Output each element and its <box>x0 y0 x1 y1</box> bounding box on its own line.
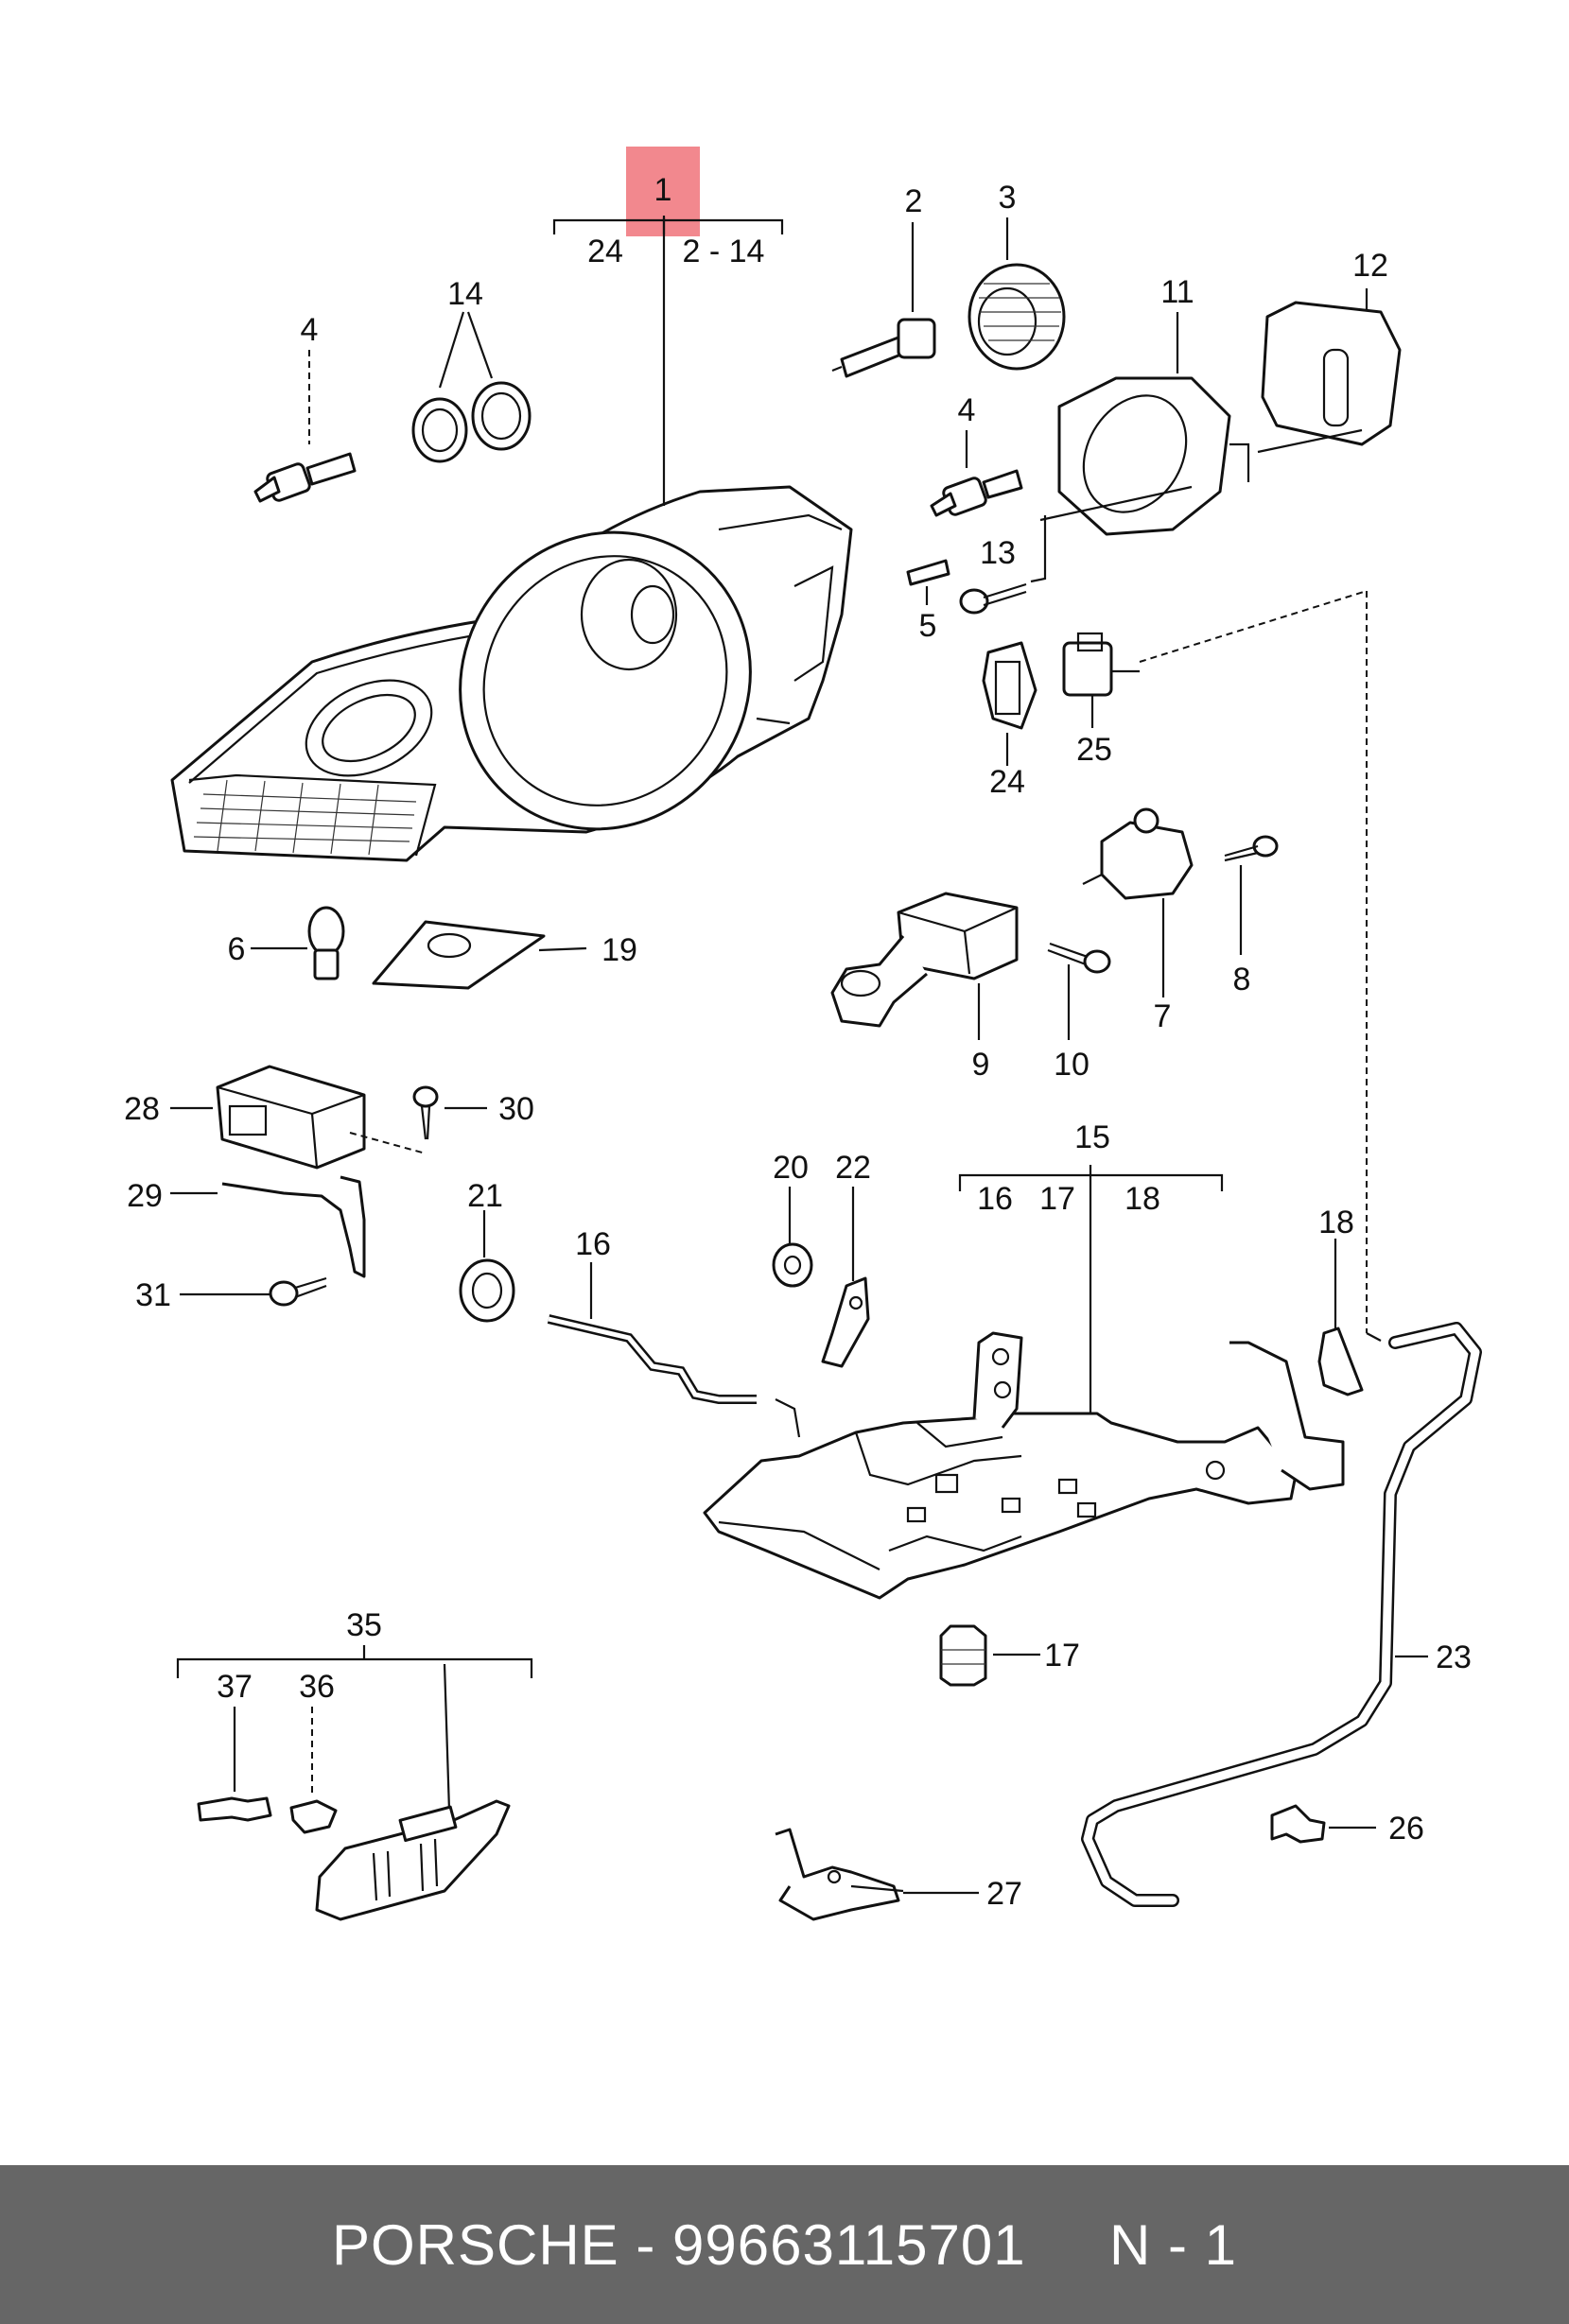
callout-label: 28 <box>124 1091 160 1127</box>
bracket-29 <box>170 1175 366 1278</box>
callout-label: 5 <box>919 608 937 644</box>
callout-label: 29 <box>127 1178 163 1214</box>
bulb-36 <box>289 1707 338 1834</box>
callout-label: 30 <box>498 1091 534 1127</box>
grommet-21 <box>459 1210 515 1323</box>
callout-label: 8 <box>1233 962 1251 997</box>
callout-label: 15 <box>1074 1119 1110 1155</box>
callout-labels: 1 24 2 - 14 2 3 4 14 11 12 4 13 5 24 25 … <box>124 172 1472 1912</box>
callout-label: 7 <box>1154 998 1172 1034</box>
part-number-caption: PORSCHE - 99663115701 N - 1 <box>331 2212 1237 2277</box>
buffer-17 <box>939 1624 1040 1687</box>
headlight-assembly <box>170 485 853 862</box>
clip-26 <box>1270 1804 1376 1844</box>
socket-24 <box>982 641 1037 766</box>
callout-label: 27 <box>986 1876 1022 1912</box>
module-9 <box>830 892 1019 1040</box>
bulb-6 <box>251 906 345 980</box>
screw-8 <box>1224 835 1279 955</box>
motor-7 <box>1082 807 1194 997</box>
bulb-5 <box>906 559 950 605</box>
bulb-37 <box>197 1707 272 1822</box>
screw-10 <box>1047 942 1111 1040</box>
callout-label: 20 <box>773 1150 809 1186</box>
hose-23 <box>1081 1322 1482 1907</box>
callout-label: 17 <box>1044 1638 1080 1674</box>
control-unit-28 <box>170 1065 427 1170</box>
callout-label: 31 <box>135 1277 171 1313</box>
callout-label: 12 <box>1352 248 1388 284</box>
clip-22 <box>821 1187 870 1368</box>
clip-18 <box>1317 1239 1364 1396</box>
trim-19 <box>372 920 587 990</box>
bracket-27 <box>775 1828 979 1921</box>
callout-label: 36 <box>299 1669 335 1705</box>
bulb-4-right <box>930 430 1023 517</box>
screw-30 <box>412 1085 487 1140</box>
parts-diagram: 1 24 2 - 14 2 3 4 14 11 12 4 13 5 24 25 … <box>124 147 1482 1921</box>
callout-label: 2 - 14 <box>683 234 765 269</box>
callout-label: 21 <box>467 1178 503 1214</box>
footer-bar: PORSCHE - 99663115701 N - 1 <box>0 2165 1569 2324</box>
bulb-4-left <box>253 350 357 503</box>
callout-label: 16 <box>977 1181 1013 1217</box>
seals-14 <box>411 311 532 463</box>
callout-label: 24 <box>989 764 1025 800</box>
callout-label: 37 <box>217 1669 253 1705</box>
cap-3 <box>968 217 1066 371</box>
callout-label: 18 <box>1318 1205 1354 1240</box>
callout-label: 9 <box>972 1047 990 1083</box>
side-marker-35 <box>176 1645 533 1921</box>
callout-label: 18 <box>1124 1181 1160 1217</box>
rod-16 <box>547 1262 757 1404</box>
callout-label: 23 <box>1436 1639 1472 1675</box>
callout-label: 4 <box>301 312 319 348</box>
tray-15 <box>703 1165 1345 1600</box>
callout-label: 6 <box>228 931 246 967</box>
callout-label: 10 <box>1054 1047 1090 1083</box>
callout-label: 17 <box>1039 1181 1075 1217</box>
nut-20 <box>772 1187 813 1288</box>
callout-label: 14 <box>447 276 483 312</box>
callout-label: 16 <box>575 1226 611 1262</box>
bulb-2 <box>831 222 936 378</box>
callout-label: 22 <box>835 1150 871 1186</box>
callout-label: 4 <box>958 392 976 428</box>
connector-25 <box>1062 590 1368 728</box>
callout-label: 13 <box>980 535 1016 571</box>
callout-label: 35 <box>346 1607 382 1643</box>
callout-label: 3 <box>999 180 1017 216</box>
callout-label: 24 <box>587 234 623 269</box>
callout-label: 19 <box>601 932 637 968</box>
callout-label: 2 <box>905 183 923 219</box>
ballast-12 <box>1257 288 1402 454</box>
screw-31 <box>180 1276 327 1307</box>
callout-label: 26 <box>1388 1811 1424 1847</box>
housing-11 <box>1039 312 1250 536</box>
screw-13 <box>959 515 1047 615</box>
callout-label: 11 <box>1160 274 1194 310</box>
callout-label: 1 <box>654 172 672 208</box>
callout-label: 25 <box>1076 732 1112 768</box>
